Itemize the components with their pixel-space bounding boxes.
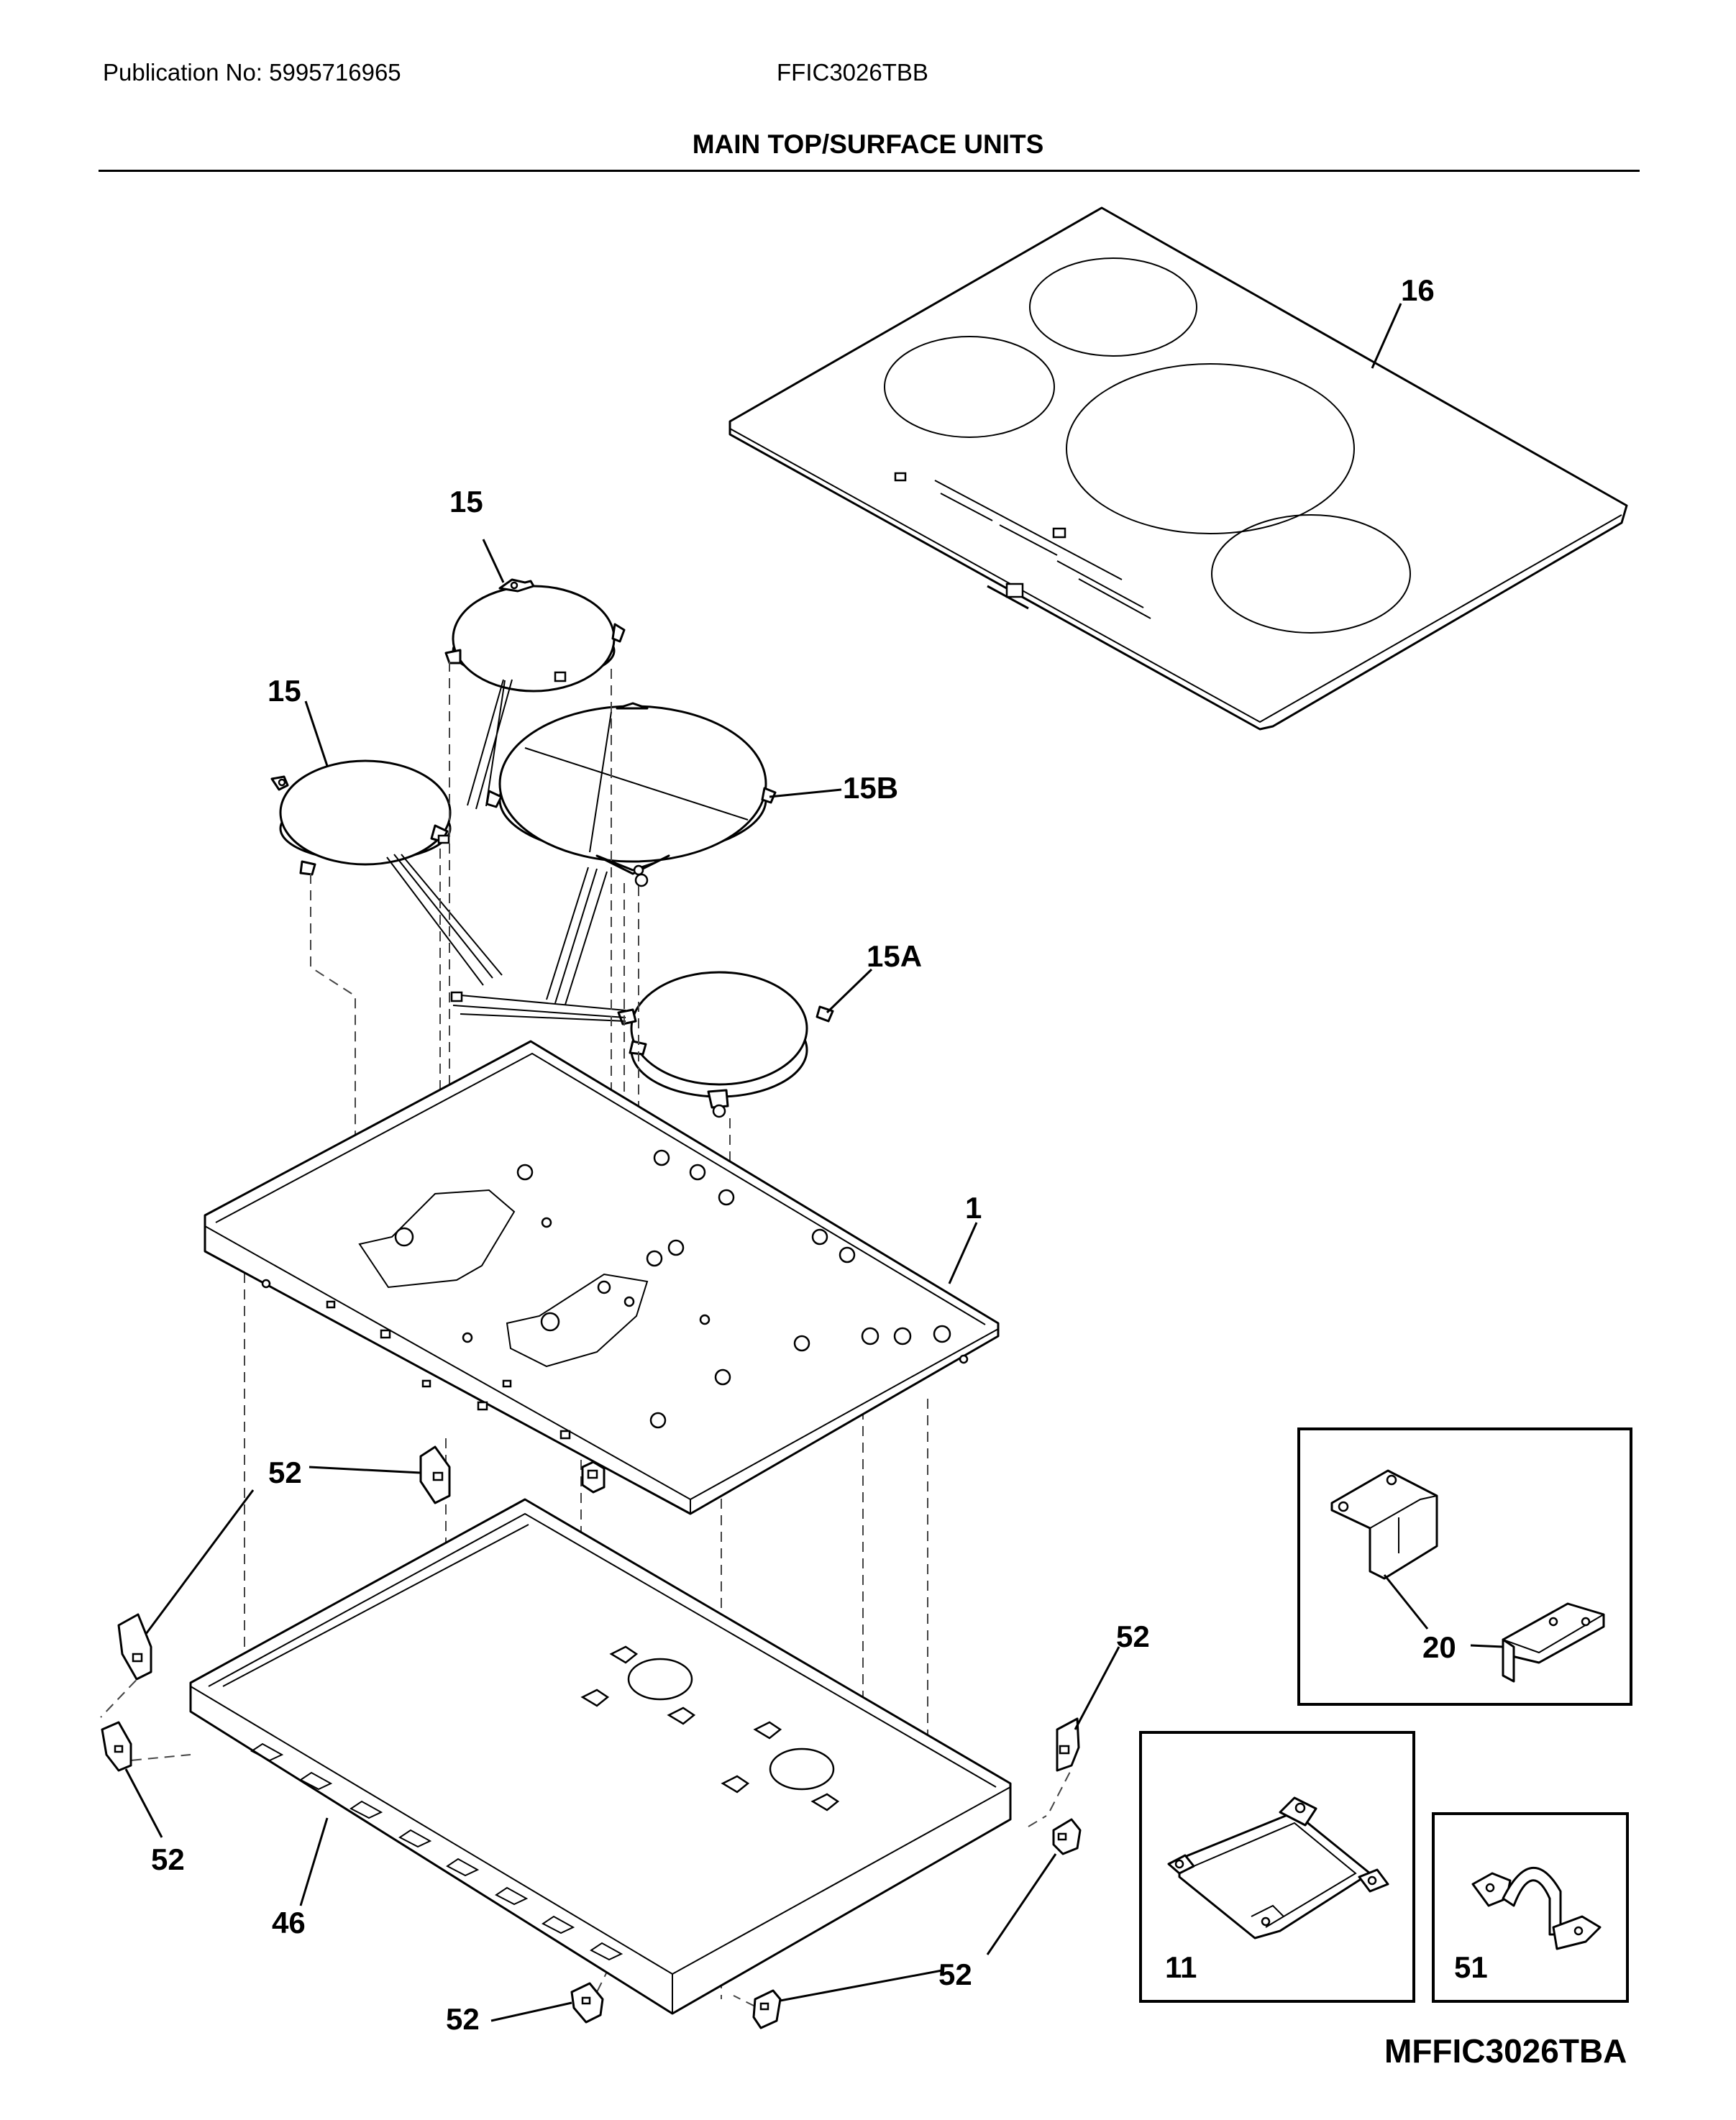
callout-52-bottom-right: 52 [938,1957,972,1991]
clip-52-top[interactable] [419,1445,451,1504]
callout-15-left: 15 [268,674,301,708]
bracket-part-11[interactable] [1167,1796,1389,1939]
clip-52-front-left[interactable] [101,1721,132,1772]
clip-52-front-right[interactable] [1052,1818,1082,1855]
callout-1: 1 [965,1191,982,1225]
surface-element-15-left[interactable] [270,759,503,986]
header-divider [99,170,1640,172]
bracket-part-20[interactable] [1330,1469,1605,1683]
front-vents [250,1742,623,1961]
callout-20: 20 [1422,1630,1456,1664]
callout-52-right: 52 [1116,1619,1150,1653]
clip-52-pan[interactable] [581,1461,606,1494]
callout-52-bottom: 52 [446,2002,480,2036]
bottom-box-part-46[interactable] [189,1498,1012,2015]
model-number: FFIC3026TBB [777,59,928,86]
main-top-pan-part-1[interactable] [204,1040,1000,1515]
surface-element-15a[interactable] [450,971,834,1118]
callout-15a: 15A [867,939,922,973]
clip-52-left[interactable] [117,1613,152,1681]
clamp-part-51[interactable] [1471,1867,1602,1950]
page-title: MAIN TOP/SURFACE UNITS [692,129,1044,159]
surface-element-15b[interactable] [485,702,777,1005]
detail-box-part-51 [1432,1812,1629,2003]
diagram-code: MFFIC3026TBA [1384,2032,1627,2070]
callout-15-rear: 15 [449,485,483,518]
callout-16: 16 [1401,273,1435,307]
callout-52-left: 52 [151,1842,185,1876]
callout-46: 46 [272,1906,306,1939]
glass-cooktop-part-16[interactable] [728,206,1628,731]
callout-11: 11 [1165,1950,1197,1984]
callout-15b: 15B [843,771,898,805]
clip-52-bottom[interactable] [570,1982,604,2024]
surface-element-15-rear[interactable] [444,578,626,810]
clip-52-right[interactable] [1056,1717,1080,1772]
detail-box-part-20 [1297,1427,1632,1706]
callout-52-top: 52 [268,1456,302,1489]
clip-52-bottom-right[interactable] [752,1989,782,2029]
publication-number: Publication No: 5995716965 [103,59,401,86]
control-panel-graphics [894,472,1151,619]
callout-51: 51 [1454,1950,1488,1984]
